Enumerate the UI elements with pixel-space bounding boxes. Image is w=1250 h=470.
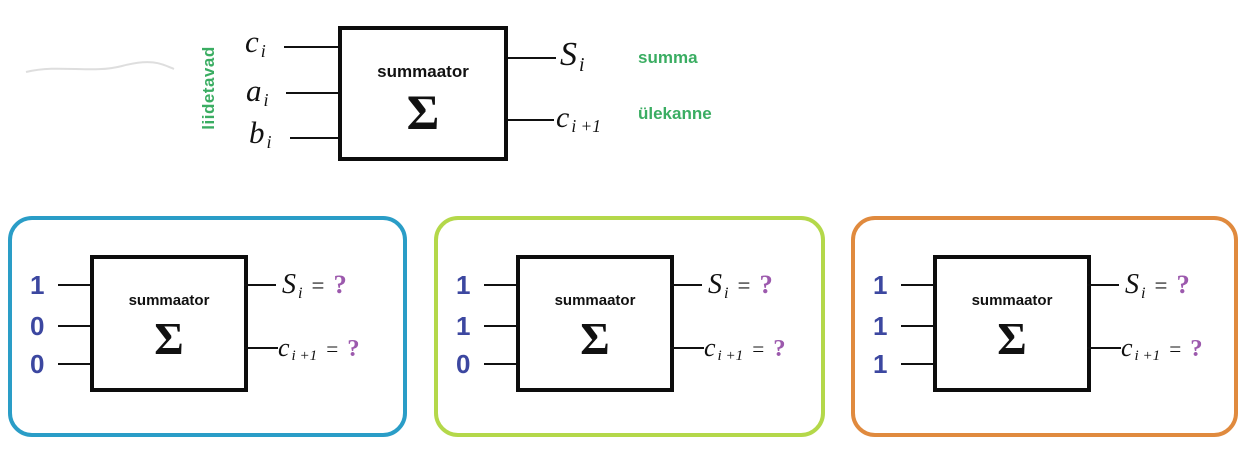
sigma-symbol: Σ <box>406 84 440 140</box>
adder-title: summaator <box>128 292 210 309</box>
input-wire <box>901 325 933 327</box>
inputs-group-label: liidetavad <box>199 46 218 130</box>
output-wire-carry <box>1087 347 1121 349</box>
input-wire <box>58 363 90 365</box>
adder-box: summaator Σ <box>90 255 248 392</box>
output-wire-carry <box>244 347 278 349</box>
unknown-value: ? <box>759 269 773 299</box>
output-wire-carry <box>670 347 704 349</box>
carry-annotation: ülekanne <box>638 104 712 123</box>
adder-box: summaator Σ <box>516 255 674 392</box>
input-wire <box>484 363 516 365</box>
output-wire-carry <box>508 119 554 121</box>
input-wire <box>58 284 90 286</box>
unknown-value: ? <box>333 269 347 299</box>
unknown-value: ? <box>773 335 786 362</box>
input-wire <box>484 325 516 327</box>
input-wire <box>58 325 90 327</box>
input-wire <box>484 284 516 286</box>
unknown-value: ? <box>1190 335 1203 362</box>
adder-box: summaator Σ <box>933 255 1091 392</box>
input-digit: 0 <box>30 311 45 341</box>
sigma-symbol: Σ <box>154 314 184 364</box>
input-wire <box>901 363 933 365</box>
unknown-value: ? <box>1176 269 1190 299</box>
input-digit: 1 <box>873 311 888 341</box>
output-wire-sum <box>1087 284 1119 286</box>
adder-box: summaator Σ <box>338 26 508 161</box>
input-digit: 1 <box>456 311 471 341</box>
input-wire <box>284 46 338 48</box>
unknown-value: ? <box>347 335 360 362</box>
input-digit: 1 <box>873 349 888 379</box>
adder-title: summaator <box>377 62 469 81</box>
input-digit: 0 <box>30 349 45 379</box>
faint-pencil-mark <box>25 61 175 73</box>
input-wire <box>286 92 338 94</box>
input-wire <box>290 137 338 139</box>
input-digit: 1 <box>30 270 45 300</box>
sigma-symbol: Σ <box>997 314 1027 364</box>
input-digit: 1 <box>873 270 888 300</box>
sum-annotation: summa <box>638 48 698 67</box>
adder-title: summaator <box>971 292 1053 309</box>
input-digit: 0 <box>456 349 471 379</box>
adder-title: summaator <box>554 292 636 309</box>
output-wire-sum <box>670 284 702 286</box>
input-wire <box>901 284 933 286</box>
output-wire-sum <box>508 57 556 59</box>
input-digit: 1 <box>456 270 471 300</box>
sigma-symbol: Σ <box>580 314 610 364</box>
output-wire-sum <box>244 284 276 286</box>
